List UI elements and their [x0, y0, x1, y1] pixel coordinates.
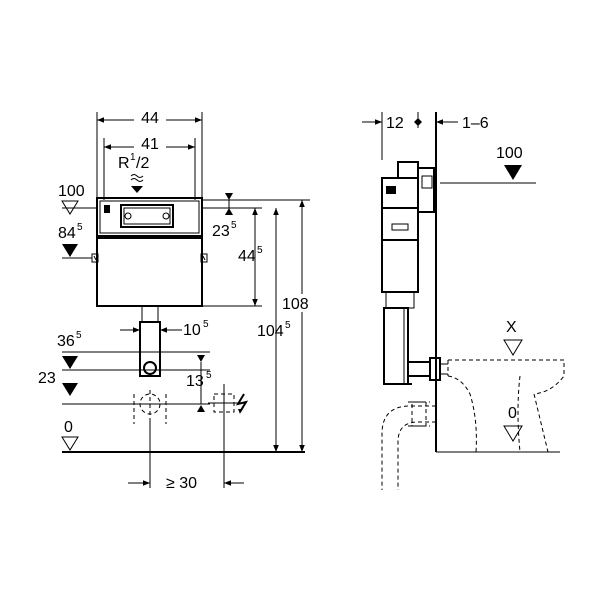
waste-outlet — [133, 390, 167, 424]
svg-text:5: 5 — [257, 245, 263, 256]
waste-pipe-side — [381, 401, 436, 490]
svg-text:5: 5 — [285, 320, 291, 331]
dim-depth: 12 — [362, 115, 422, 132]
dim-width-outer: 44 — [97, 108, 202, 127]
dim-width-inner: 41 — [104, 134, 195, 153]
width-inner-label: 41 — [141, 136, 159, 153]
front-view: 44 41 R 1 /2 — [38, 108, 310, 492]
cistern-body — [91, 237, 208, 307]
svg-text:0: 0 — [508, 405, 517, 422]
svg-text:44: 44 — [238, 248, 256, 265]
inlet-size-label: R 1 /2 — [118, 152, 149, 172]
level-23-front: 23 — [38, 370, 78, 396]
svg-text:36: 36 — [57, 333, 75, 350]
svg-text:X: X — [506, 319, 517, 336]
dim-23-5: 23 5 — [212, 193, 237, 240]
svg-text:23: 23 — [38, 370, 56, 387]
level-x-side: X — [503, 319, 523, 356]
side-view: 12 1–6 100 — [362, 112, 565, 490]
svg-text:13: 13 — [186, 373, 204, 390]
svg-text:≥ 30: ≥ 30 — [166, 475, 197, 492]
svg-text:100: 100 — [58, 183, 85, 200]
frame-side — [381, 161, 435, 385]
level-0-side: 0 — [503, 405, 523, 442]
dim-44-5: 44 5 — [238, 208, 263, 306]
dim-108: 108 — [280, 200, 310, 452]
svg-text:23: 23 — [212, 223, 230, 240]
waste-connector-side — [407, 357, 448, 381]
svg-text:/2: /2 — [136, 155, 149, 172]
electric-box — [208, 384, 240, 488]
svg-text:0: 0 — [64, 419, 73, 436]
dim-min-spacing: ≥ 30 — [128, 420, 244, 492]
level-100-front: 100 — [58, 183, 85, 215]
svg-text:1–6: 1–6 — [462, 115, 489, 132]
level-36-front: 36 5 — [57, 330, 82, 369]
dim-gap: 1–6 — [436, 115, 489, 132]
dim-10-5: 10 5 — [120, 319, 209, 339]
svg-text:108: 108 — [282, 296, 309, 313]
dim-104-5: 104 5 — [257, 208, 291, 452]
svg-text:104: 104 — [257, 323, 284, 340]
level-100-side: 100 — [440, 145, 536, 184]
water-supply-icon — [130, 174, 144, 193]
electric-icon — [235, 393, 249, 414]
svg-text:5: 5 — [206, 370, 212, 381]
flush-pipe — [139, 305, 161, 377]
level-0-front: 0 — [61, 419, 79, 451]
svg-text:84: 84 — [58, 225, 76, 242]
svg-text:5: 5 — [231, 220, 237, 231]
svg-text:1: 1 — [130, 152, 136, 163]
svg-text:R: R — [118, 155, 130, 172]
svg-text:12: 12 — [386, 115, 404, 132]
toilet-bowl-side — [447, 359, 565, 453]
svg-text:5: 5 — [77, 222, 83, 233]
svg-text:10: 10 — [183, 322, 201, 339]
svg-text:5: 5 — [203, 319, 209, 330]
level-84-front: 84 5 — [58, 222, 83, 257]
dim-13-5: 13 5 — [186, 355, 212, 412]
cistern-frame — [96, 197, 203, 237]
svg-text:100: 100 — [496, 145, 523, 162]
width-outer-label: 44 — [141, 110, 159, 127]
svg-text:5: 5 — [76, 330, 82, 341]
